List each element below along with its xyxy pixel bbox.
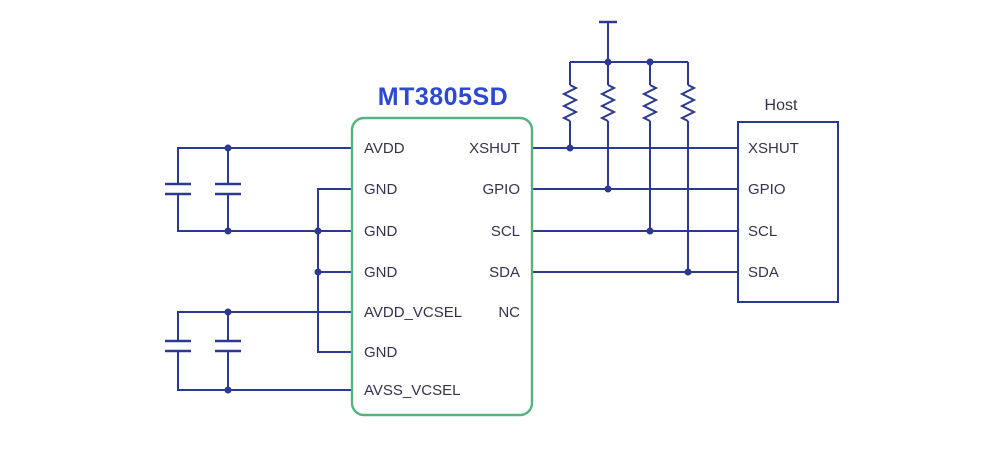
junction-dot (224, 386, 232, 394)
junction-dot (224, 144, 232, 152)
chip-pin-label: GND (364, 264, 398, 281)
host-outline (737, 121, 839, 303)
pullup-network (561, 20, 697, 272)
avdd-decoupling-capacitors (165, 147, 352, 232)
capacitor-icon (165, 339, 191, 353)
ground-bus (317, 188, 352, 353)
chip-pin-label: GND (364, 181, 398, 198)
chip-pin-label: SDA (489, 264, 520, 281)
gnd-bus-wire (317, 188, 352, 353)
host-pin-labels: XSHUT GPIO SCL SDA (748, 140, 799, 281)
junction-dot (314, 268, 322, 276)
chip-pin-label: AVDD (364, 140, 405, 157)
capacitor-icon (215, 182, 241, 196)
resistor-icon (679, 62, 697, 272)
chip-pin-label: GND (364, 223, 398, 240)
junction-dot (646, 227, 654, 235)
junction-dot (684, 268, 692, 276)
resistor-icon (561, 62, 579, 148)
signal-wires (532, 147, 738, 273)
junction-dot (646, 58, 654, 66)
junction-dot (566, 144, 574, 152)
junction-dot (314, 227, 322, 235)
capacitor-plates (165, 339, 191, 353)
resistor-icon (599, 62, 617, 189)
junction-dot (604, 185, 612, 193)
chip-pin-label: AVDD_VCSEL (364, 304, 462, 321)
chip-pin-label: NC (498, 304, 520, 321)
junction-dot (224, 308, 232, 316)
avdd-vcsel-wire (177, 311, 352, 341)
host-pin-label: XSHUT (748, 140, 799, 157)
chip-pin-label: AVSS_VCSEL (364, 382, 460, 399)
capacitor-plates (165, 182, 191, 196)
resistor-zigzag (599, 84, 617, 122)
capacitor-plates (215, 182, 241, 196)
resistor-zigzag (641, 84, 659, 122)
junction-dots (224, 58, 692, 394)
supply-icon (599, 20, 617, 62)
capacitor-plates (215, 339, 241, 353)
host-pin-label: SDA (748, 264, 779, 281)
capacitor-icon (215, 339, 241, 353)
host-block: Host XSHUT GPIO SCL SDA (737, 97, 839, 303)
avdd-wire (177, 147, 352, 184)
host-pin-label: SCL (748, 223, 777, 240)
vcsel-decoupling-capacitors (165, 311, 352, 391)
resistor-icon (641, 62, 659, 231)
junction-dot (224, 227, 232, 235)
chip-title: MT3805SD (378, 83, 508, 111)
chip-left-pin-labels: AVDD GND GND GND AVDD_VCSEL GND AVSS_VCS… (364, 140, 462, 399)
chip-pin-label: GND (364, 344, 398, 361)
chip-outline (350, 116, 534, 417)
chip-mt3805sd: MT3805SD AVDD GND GND GND AVDD_VCSEL GND… (350, 83, 534, 417)
chip-pin-label: XSHUT (469, 140, 520, 157)
capacitor-icon (165, 182, 191, 196)
gnd-return-wire (177, 194, 352, 232)
chip-pin-label: GPIO (482, 181, 520, 198)
junction-dot (604, 58, 612, 66)
host-title: Host (765, 97, 798, 114)
host-pin-label: GPIO (748, 181, 786, 198)
resistor-zigzag (561, 84, 579, 122)
avss-vcsel-wire (177, 351, 352, 391)
chip-pin-label: SCL (491, 223, 520, 240)
resistor-zigzag (679, 84, 697, 122)
chip-right-pin-labels: XSHUT GPIO SCL SDA NC (469, 140, 520, 321)
